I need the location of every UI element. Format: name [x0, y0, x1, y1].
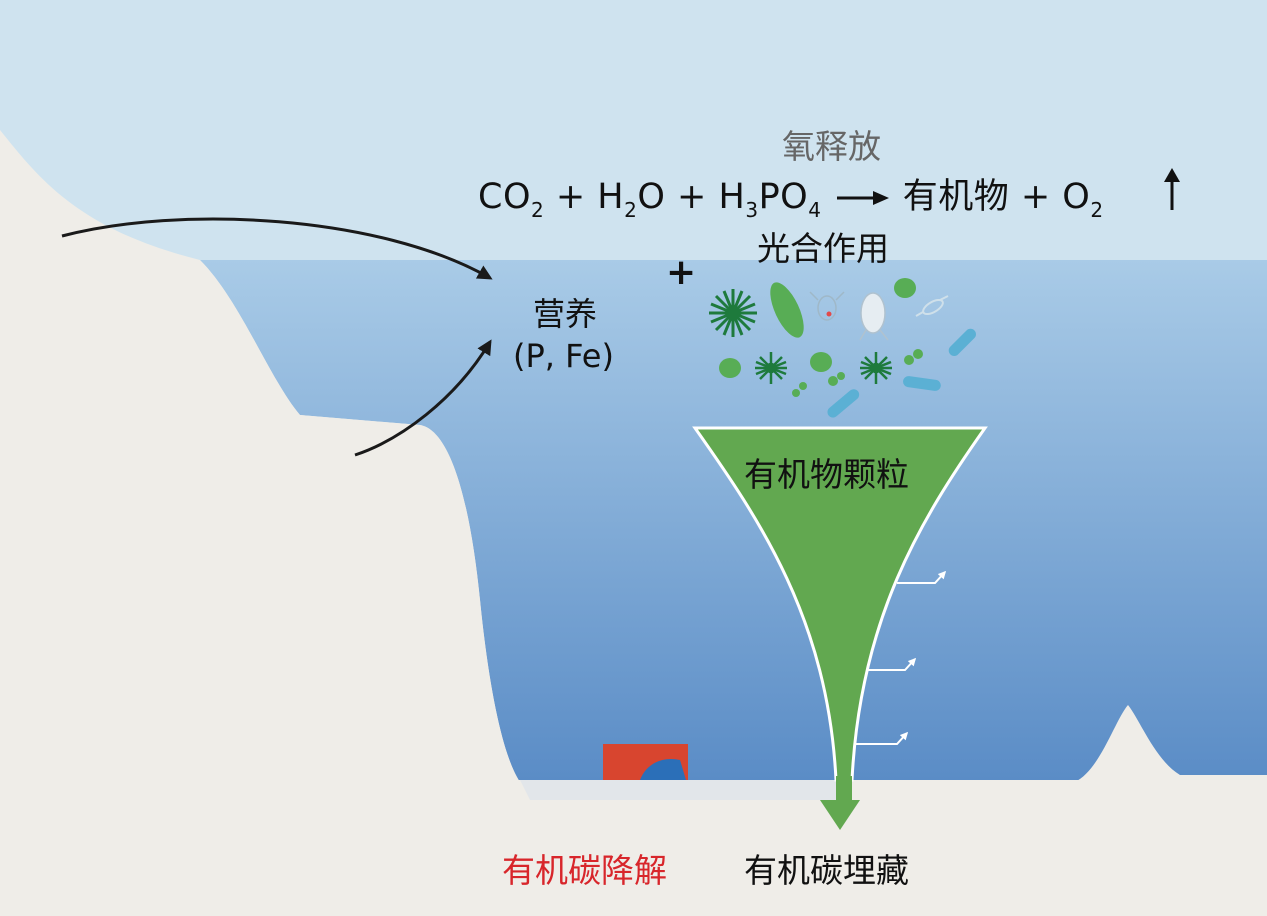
bacteria-icon [827, 389, 860, 418]
plankton-icon [860, 352, 892, 384]
nutrient-arrow-icon [61, 217, 493, 280]
sky-background [0, 0, 1267, 262]
up-arrow-icon [1164, 168, 1180, 210]
equation-o2-sub: 2 [1090, 198, 1104, 222]
plankton-icon [709, 289, 757, 337]
plankton-icon [859, 292, 889, 341]
equation-h3-sub: 3 [745, 198, 759, 222]
sea-water [200, 260, 1267, 782]
plankton-icon [792, 349, 923, 397]
leak-arrow-icon [897, 570, 947, 584]
nutrient-arrow-icon [354, 339, 492, 457]
carbon-burial-label: 有机碳埋藏 [744, 851, 909, 890]
plus-sign: + [666, 252, 697, 293]
plankton-icon [809, 291, 845, 321]
plankton-icon [810, 352, 832, 372]
funnel-stem [836, 776, 852, 802]
plankton-icon [770, 282, 804, 338]
photosynthesis-label: 光合作用 [757, 229, 889, 268]
plankton-icon [719, 358, 741, 378]
nutrients-label: 营养 [533, 295, 598, 333]
bacteria-icon [903, 376, 941, 391]
seafloor [0, 780, 1267, 916]
plankton-group [709, 278, 976, 418]
equation-products: 有机物 + O [902, 177, 1091, 217]
equation-co-sub: 2 [531, 198, 545, 222]
photosynthesis-equation: CO2 + H2O + H3PO4 有机物 + O2 [478, 168, 1104, 222]
equation-po: PO [758, 177, 809, 217]
reaction-arrow-icon [833, 177, 891, 217]
oxygen-release-label: 氧释放 [782, 127, 881, 166]
sediment-box-icon [603, 744, 688, 780]
equation-h2-sub: 2 [624, 198, 638, 222]
equation-co: CO [478, 177, 531, 217]
bacteria-icon [948, 328, 976, 356]
coastal-land [0, 130, 520, 782]
equation-o-plus-h: O + H [637, 177, 746, 217]
plankton-icon [894, 278, 916, 298]
plankton-icon [755, 352, 787, 384]
carbon-degradation-label: 有机碳降解 [502, 851, 667, 890]
nutrients-elements-label: (P, Fe) [513, 337, 614, 375]
seafloor-sediment-layer [520, 780, 840, 800]
equation-h2o-h: + H [544, 177, 625, 217]
leak-arrow-icon [856, 731, 909, 745]
organic-particles-label: 有机物颗粒 [744, 455, 909, 494]
funnel-tip-arrow [820, 800, 860, 830]
plankton-icon [915, 295, 949, 317]
leak-arrow-icon [866, 657, 917, 671]
equation-po4-sub: 4 [808, 198, 822, 222]
